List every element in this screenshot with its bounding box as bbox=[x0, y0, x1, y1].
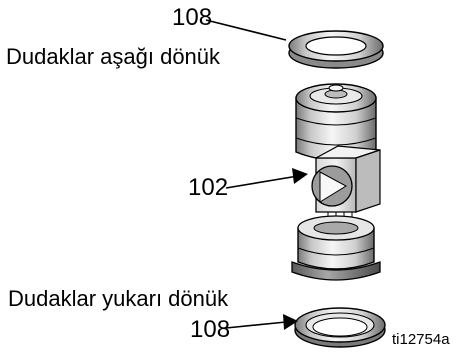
ball-check-cage bbox=[311, 145, 381, 228]
leader-line-102 bbox=[225, 175, 299, 189]
leader-line-108-top bbox=[205, 19, 287, 41]
top-packing-ring bbox=[288, 30, 384, 69]
figure-id: ti12754a bbox=[392, 331, 450, 348]
callout-108-top: 108 bbox=[172, 4, 213, 31]
leader-lines bbox=[205, 19, 308, 330]
note-lips-up: Dudaklar yukarı dönük bbox=[8, 286, 229, 311]
lower-piston-section bbox=[291, 215, 381, 281]
callout-108-bottom: 108 bbox=[190, 316, 231, 343]
arrowhead-102 bbox=[292, 168, 308, 184]
leader-line-108-bottom bbox=[225, 321, 287, 329]
note-lips-down: Dudaklar aşağı dönük bbox=[6, 44, 221, 69]
arrowhead-108-bottom bbox=[283, 314, 298, 330]
bottom-packing-ring bbox=[294, 307, 386, 348]
callout-102: 102 bbox=[188, 174, 229, 201]
